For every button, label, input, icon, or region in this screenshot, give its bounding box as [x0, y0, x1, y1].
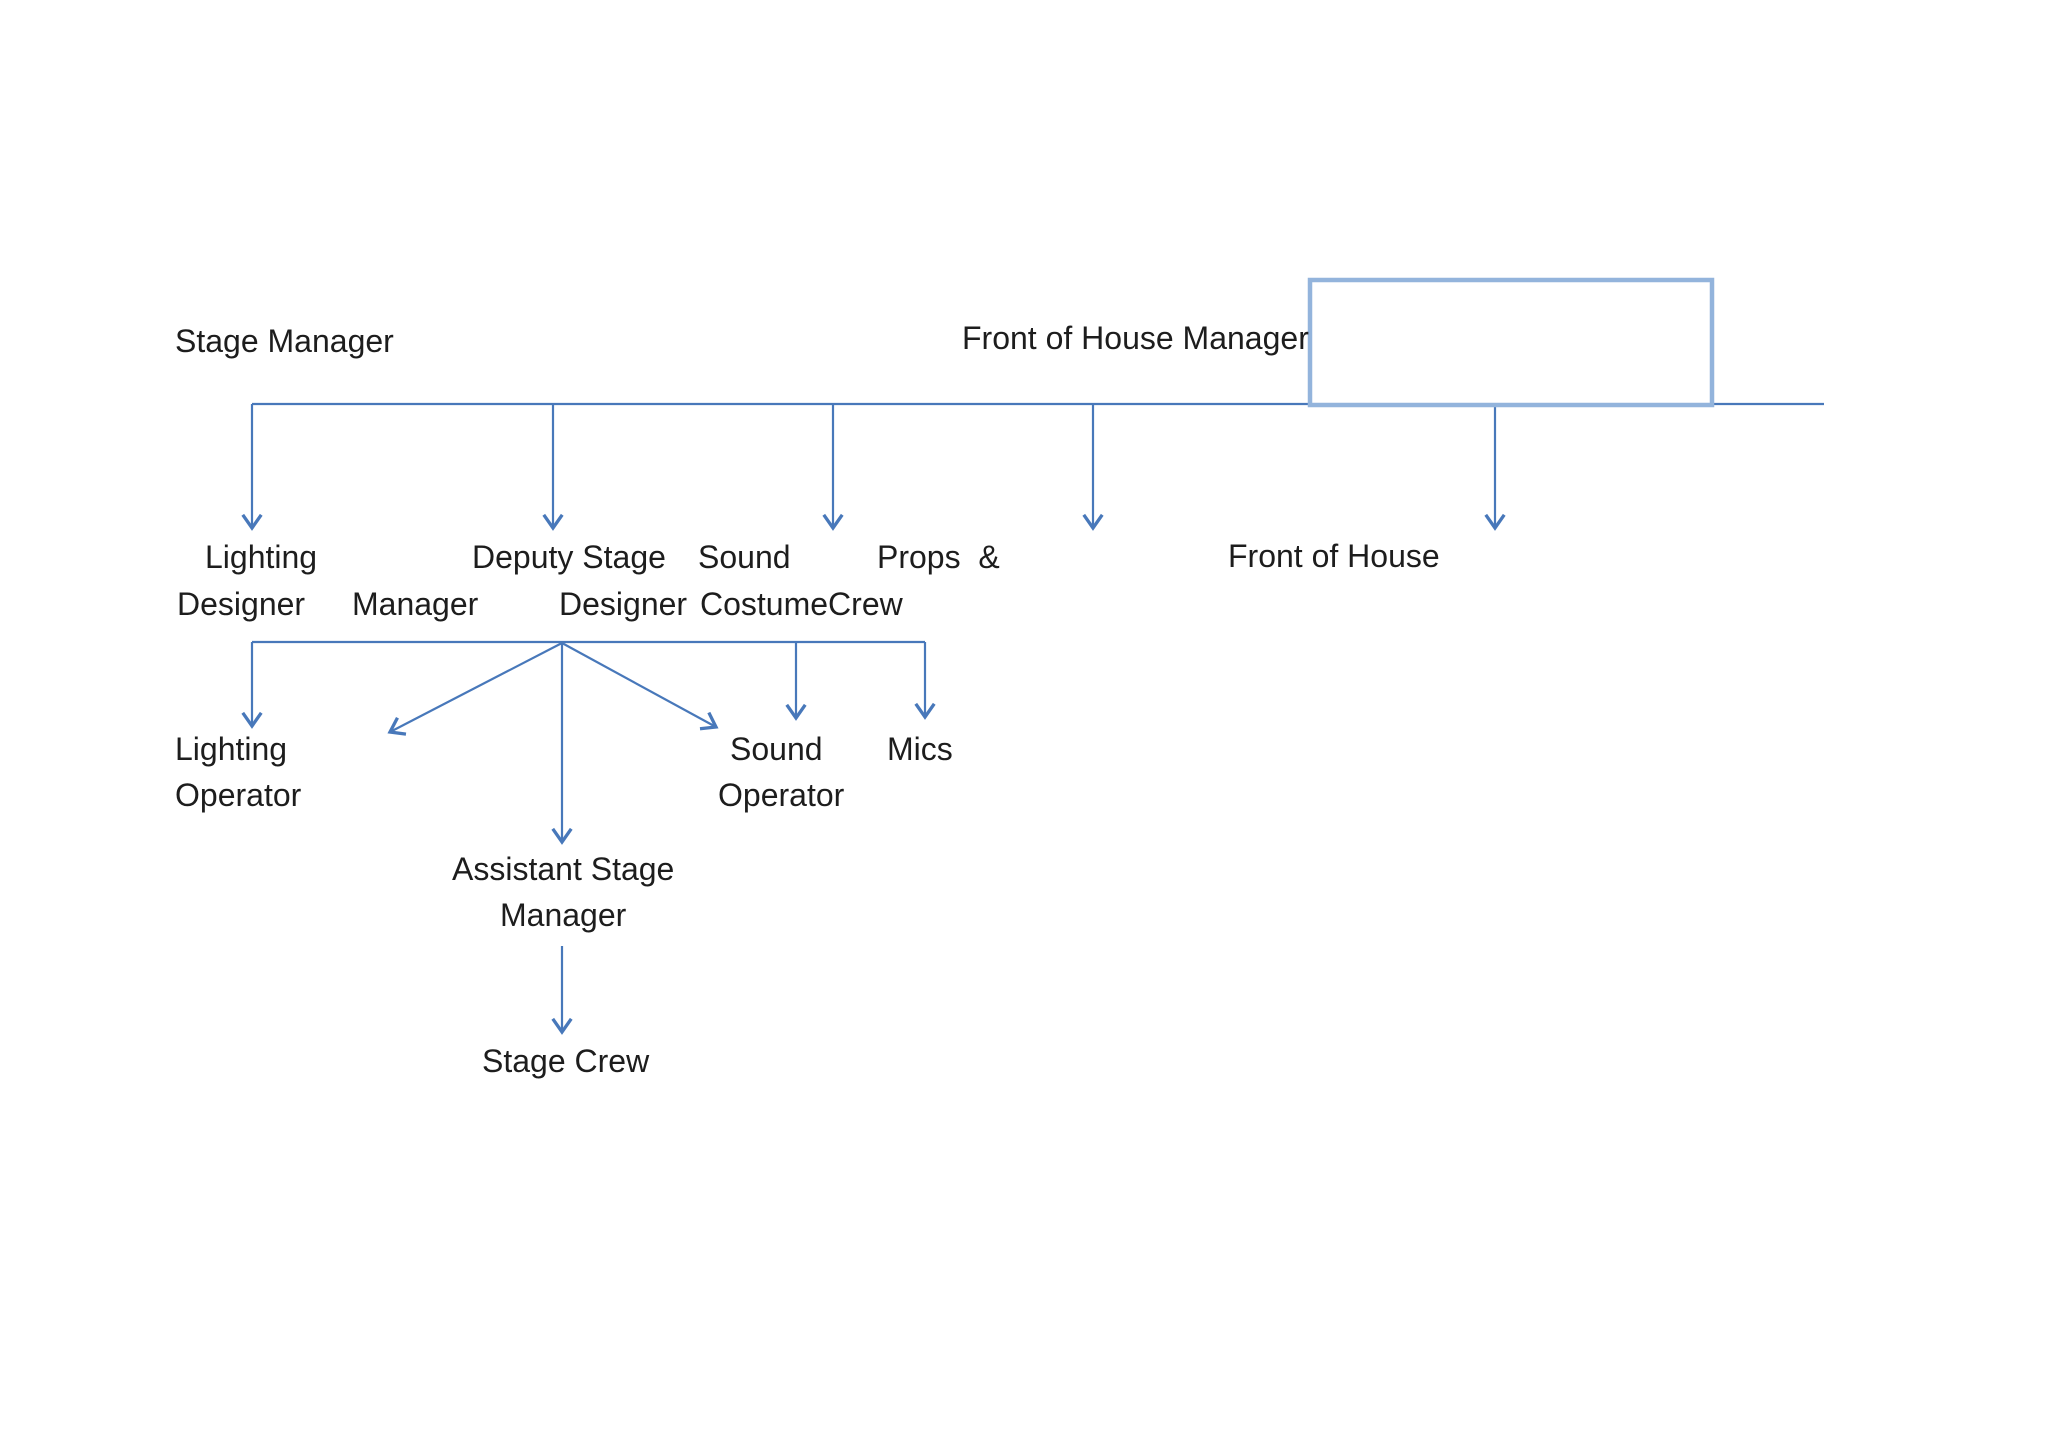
label-stage-manager: Stage Manager — [175, 323, 394, 359]
label-lighting-operator-line1: Lighting — [175, 731, 288, 767]
empty-shape-box — [1307, 277, 1715, 408]
label-props-costume-crew-line1: Props & — [877, 539, 1000, 575]
label-front-of-house-manager: Front of House Manager — [962, 320, 1309, 356]
label-props-costume-crew-line2: CostumeCrew — [700, 586, 903, 622]
label-sound-operator-line1: Sound — [730, 731, 823, 767]
label-assistant-stage-manager-line2: Manager — [500, 897, 627, 933]
label-sound-designer-line1: Sound — [698, 539, 791, 575]
label-front-of-house: Front of House — [1228, 538, 1440, 574]
diagonal-arrow-down-right — [561, 642, 719, 731]
label-lighting-designer-line1: Lighting — [205, 539, 318, 575]
label-stage-crew: Stage Crew — [482, 1043, 650, 1079]
label-deputy-stage-manager-line1: Deputy Stage — [472, 539, 666, 575]
label-lighting-designer-line2: Designer — [177, 586, 306, 622]
label-deputy-stage-manager-line2: Manager — [352, 586, 479, 622]
label-mics: Mics — [887, 731, 953, 767]
label-sound-operator-line2: Operator — [718, 777, 845, 813]
label-lighting-operator-line2: Operator — [175, 777, 302, 813]
diagonal-arrow-down-left — [387, 642, 563, 736]
label-sound-designer-line2: Designer — [559, 586, 688, 622]
label-assistant-stage-manager-line1: Assistant Stage — [452, 851, 675, 887]
